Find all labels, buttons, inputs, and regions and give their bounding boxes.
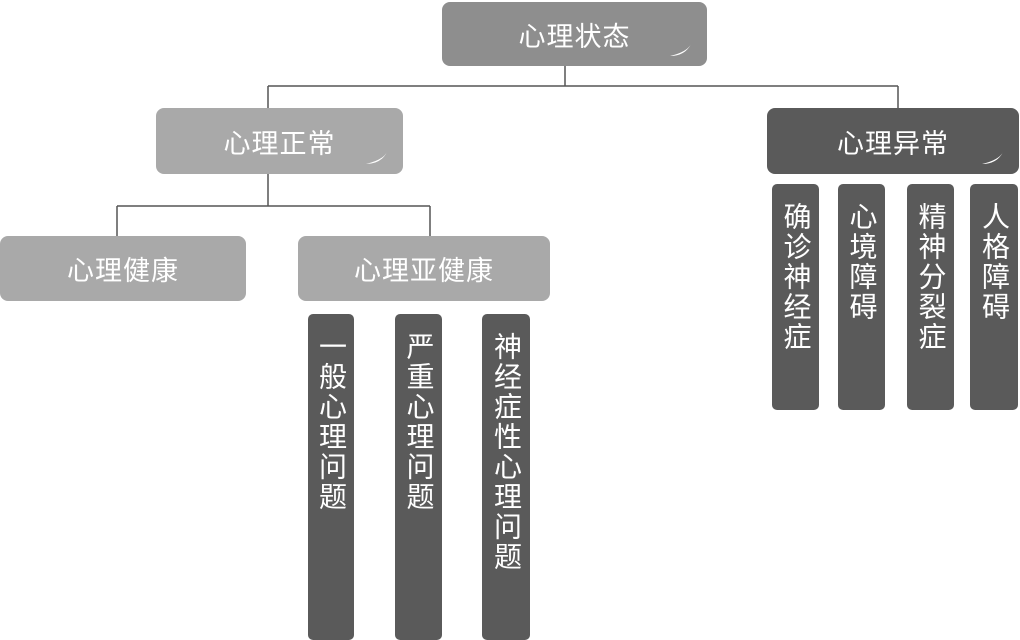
abnormal-item: 精神分裂症 [907, 184, 954, 410]
abnormal-item: 心境障碍 [838, 184, 885, 410]
subhealthy-item: 严重心理问题 [395, 314, 442, 640]
healthy-node: 心理健康 [0, 236, 246, 301]
subhealthy-node: 心理亚健康 [298, 236, 550, 301]
abnormal-item-label: 确诊神经症 [779, 202, 813, 352]
subhealthy-item: 神经症性心理问题 [482, 314, 530, 640]
page-curl-icon [982, 152, 1003, 164]
normal-label: 心理正常 [223, 128, 336, 160]
connector-normal-branches [116, 174, 431, 236]
healthy-label: 心理健康 [67, 256, 179, 287]
page-curl-icon [670, 44, 691, 56]
abnormal-item-label: 精神分裂症 [914, 202, 948, 352]
abnormal-item: 确诊神经症 [772, 184, 819, 410]
root-node: 心理状态 [442, 2, 707, 66]
abnormal-label: 心理异常 [837, 128, 949, 160]
root-label: 心理状态 [518, 21, 631, 53]
subhealthy-item: 一般心理问题 [308, 314, 354, 640]
abnormal-node: 心理异常 [767, 108, 1019, 174]
abnormal-item-label: 人格障碍 [978, 202, 1011, 322]
abnormal-item-label: 心境障碍 [845, 202, 879, 322]
normal-node: 心理正常 [156, 108, 403, 174]
abnormal-item: 人格障碍 [970, 184, 1018, 410]
subhealthy-item-label: 严重心理问题 [402, 332, 436, 512]
subhealthy-label: 心理亚健康 [354, 256, 494, 287]
subhealthy-item-label: 神经症性心理问题 [490, 332, 523, 572]
connector-root-branches [267, 66, 899, 108]
subhealthy-item-label: 一般心理问题 [315, 332, 348, 512]
page-curl-icon [366, 152, 387, 164]
